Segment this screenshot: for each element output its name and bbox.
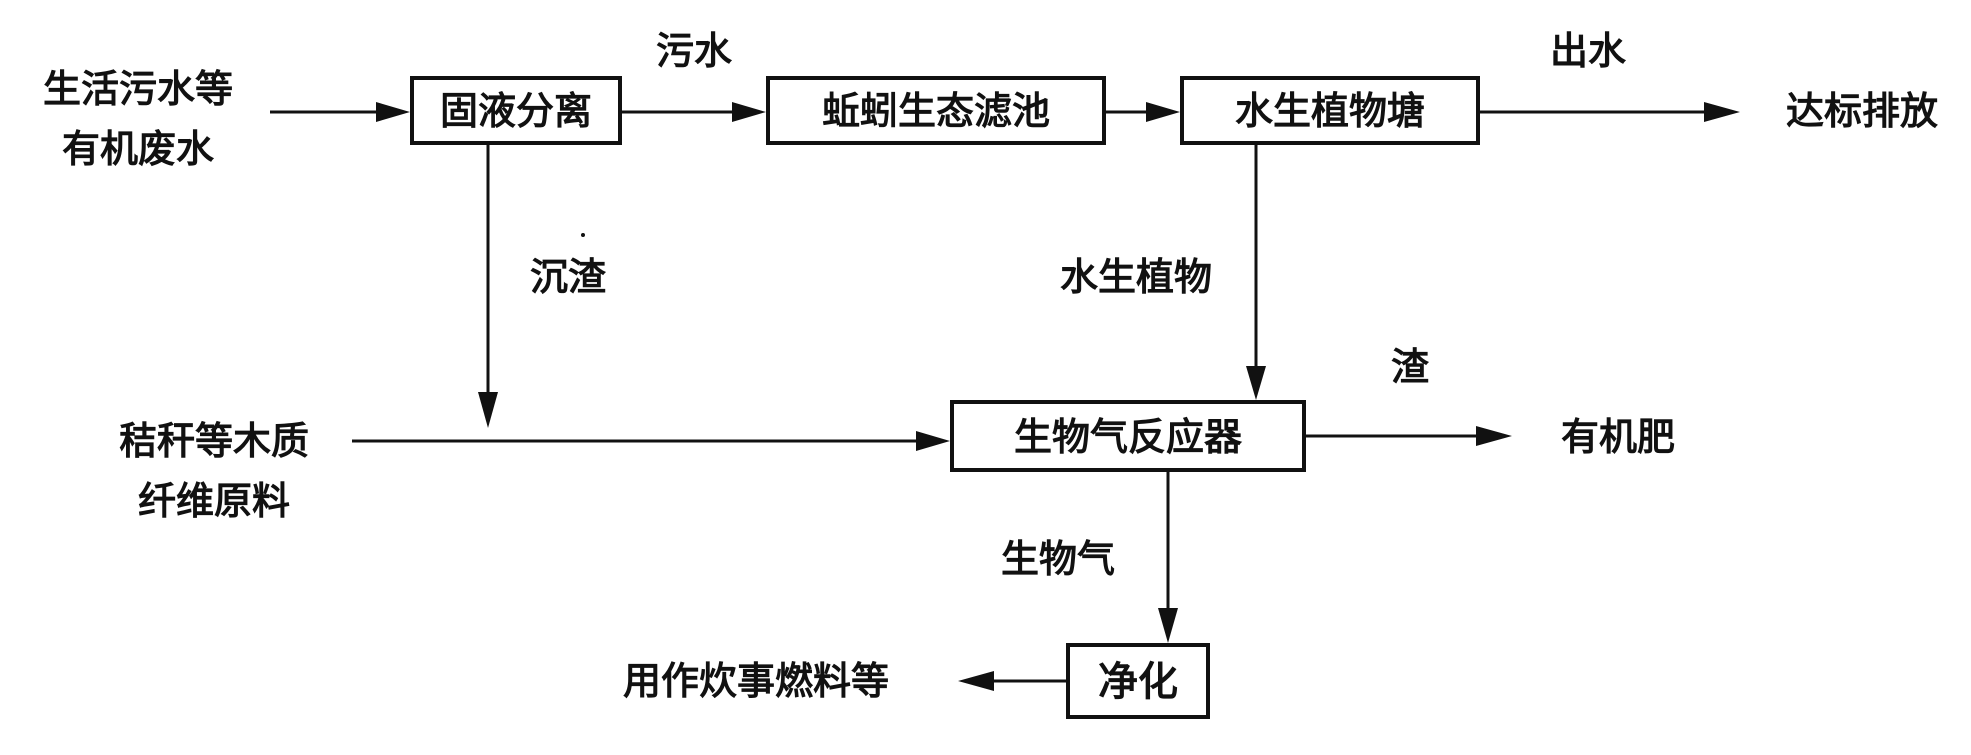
fertilizer-label: 有机肥 xyxy=(1561,415,1675,459)
usage-label: 用作炊事燃料等 xyxy=(623,659,889,703)
source-label-line1: 生活污水等 xyxy=(43,67,233,111)
arrowhead-down xyxy=(1158,608,1178,643)
pond-label: 水生植物塘 xyxy=(1235,89,1425,133)
vermifilter-box xyxy=(766,76,1106,145)
sewage-label: 污水 xyxy=(656,29,733,73)
arrowhead-right xyxy=(1704,102,1740,122)
purify-box xyxy=(1066,643,1210,719)
straw-label-line2: 纤维原料 xyxy=(138,479,290,523)
purify-label: 净化 xyxy=(1098,659,1178,705)
arrowhead-left xyxy=(958,671,994,691)
residue-label: 渣 xyxy=(1391,345,1430,389)
arrowhead-right xyxy=(376,102,410,122)
discharge-label: 达标排放 xyxy=(1786,89,1938,133)
aquatic-plants-label: 水生植物 xyxy=(1060,255,1212,299)
arrowhead-right xyxy=(1476,426,1512,446)
biogas-label: 生物气 xyxy=(1001,537,1115,581)
reactor-label: 生物气反应器 xyxy=(1014,415,1243,459)
sludge-label: 沉渣 xyxy=(530,255,607,299)
separation-box xyxy=(410,76,622,145)
arrowhead-right xyxy=(732,102,766,122)
arrowhead-down xyxy=(1246,366,1266,400)
pond-box xyxy=(1180,76,1480,145)
effluent-label: 出水 xyxy=(1550,29,1627,73)
straw-label-line1: 秸秆等木质 xyxy=(119,419,309,463)
arrowhead-right xyxy=(916,431,950,451)
arrowhead-down xyxy=(478,392,498,428)
source-label-line2: 有机废水 xyxy=(62,127,215,171)
separation-label: 固液分离 xyxy=(440,89,592,133)
stray-dot xyxy=(581,233,585,237)
arrowhead-right xyxy=(1146,102,1180,122)
vermifilter-label: 蚯蚓生态滤池 xyxy=(822,89,1050,133)
